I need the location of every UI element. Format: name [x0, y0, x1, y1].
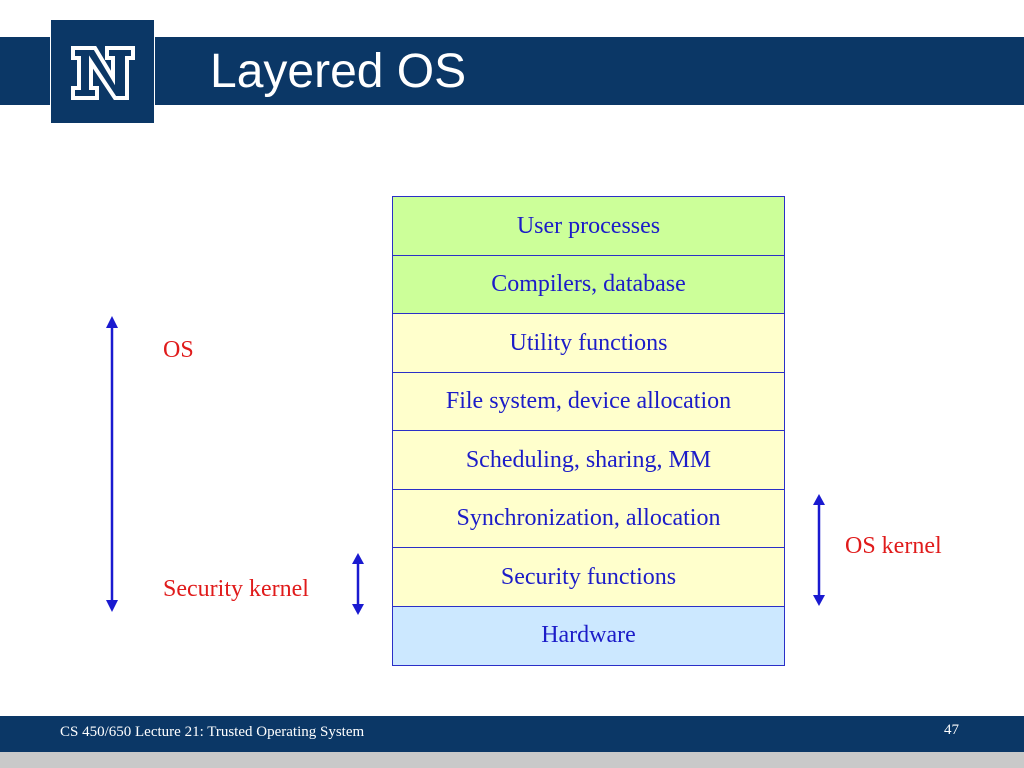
- layer-box: File system, device allocation: [392, 371, 785, 432]
- layer-box: Hardware: [392, 605, 785, 666]
- footer-course-text: CS 450/650 Lecture 21: Trusted Operating…: [60, 724, 365, 740]
- os-label: OS: [163, 337, 194, 363]
- layer-box: Scheduling, sharing, MM: [392, 430, 785, 490]
- os-kernel-label: OS kernel: [845, 533, 942, 559]
- layer-box: Synchronization, allocation: [392, 488, 785, 549]
- page-number: 47: [944, 722, 959, 738]
- footer-bar: [0, 716, 1024, 752]
- security-kernel-range-arrow-icon: [352, 553, 364, 615]
- slide-title: Layered OS: [210, 45, 467, 98]
- os-kernel-range-arrow-icon: [813, 494, 825, 606]
- university-logo-icon: [51, 20, 154, 123]
- security-kernel-label: Security kernel: [163, 576, 309, 602]
- footer-strip: [0, 752, 1024, 768]
- layer-box: Security functions: [392, 547, 785, 607]
- layer-box: Utility functions: [392, 313, 785, 373]
- title-bar: [0, 37, 1024, 105]
- os-range-arrow-icon: [106, 316, 118, 612]
- layer-box: Compilers, database: [392, 254, 785, 315]
- layer-box: User processes: [392, 196, 785, 256]
